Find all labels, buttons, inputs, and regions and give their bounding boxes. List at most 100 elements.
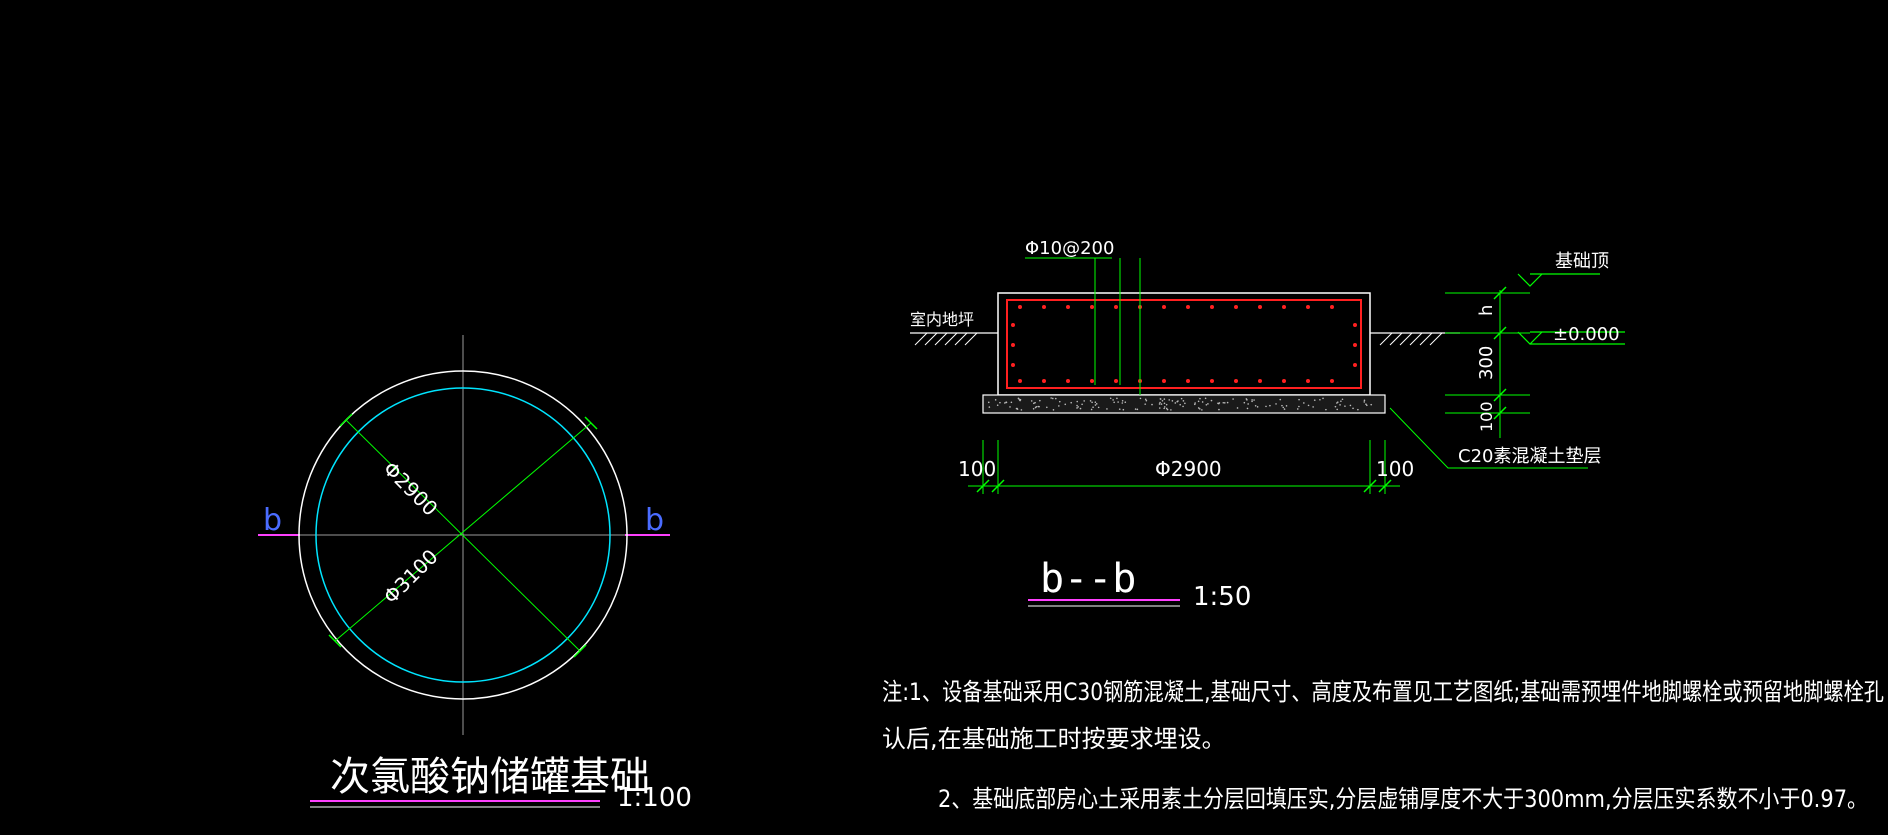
cushion-speck xyxy=(1363,399,1366,402)
cushion-speck xyxy=(1121,402,1124,404)
cushion-speck xyxy=(1064,403,1067,406)
cushion-speck xyxy=(1163,407,1165,410)
cushion-speck xyxy=(996,404,999,407)
cushion-speck xyxy=(1312,406,1314,408)
rebar-dots xyxy=(1011,305,1357,383)
rebar-dot xyxy=(1162,305,1166,309)
tick xyxy=(1493,286,1507,300)
cushion-speck xyxy=(1336,408,1338,411)
cushion-speck xyxy=(1279,398,1282,401)
cushion-speck xyxy=(1035,405,1038,408)
cushion-speck xyxy=(994,399,997,401)
cushion-speck xyxy=(1039,399,1041,402)
rebar-dot xyxy=(1114,379,1118,383)
cushion-speck xyxy=(1243,401,1246,404)
hdim-center-label: Φ2900 xyxy=(1155,457,1222,481)
cushion-speck xyxy=(1136,408,1139,411)
cushion-speck xyxy=(1076,400,1079,403)
cushion-speck xyxy=(1256,406,1259,408)
cushion-speck xyxy=(1159,398,1162,400)
cushion-speck xyxy=(1247,403,1249,405)
rebar-dot xyxy=(1042,379,1046,383)
cushion-speck xyxy=(1334,405,1337,408)
cushion-speck xyxy=(1106,408,1108,410)
section-title: b--b xyxy=(1040,556,1136,602)
cushion-speck xyxy=(1201,409,1203,411)
cushion-speck xyxy=(1182,400,1185,402)
note-line-2: 认后,在基础施工时按要求埋设。 xyxy=(882,725,1226,753)
cushion-speck xyxy=(1054,397,1057,400)
cushion-speck xyxy=(1352,407,1354,410)
tick xyxy=(573,644,587,658)
rebar-dot xyxy=(1018,379,1022,383)
cushion-speck xyxy=(1205,404,1208,406)
cushion-speck xyxy=(1032,407,1035,410)
cushion-speck xyxy=(1207,403,1209,405)
dim-100-label: 100 xyxy=(1477,401,1496,432)
cushion-speck xyxy=(1197,407,1200,409)
rebar-dot xyxy=(1353,343,1357,347)
cushion-speck xyxy=(1165,403,1168,406)
cushion-speck xyxy=(1034,401,1036,404)
cushion-speck xyxy=(1015,407,1018,410)
rebar-label: Φ10@200 xyxy=(1025,238,1114,259)
cushion-speck xyxy=(1058,405,1060,407)
rebar-dot xyxy=(1186,379,1190,383)
cushion-speck xyxy=(1095,403,1098,405)
cushion-speck xyxy=(1010,401,1013,404)
cushion-speck xyxy=(1363,401,1366,403)
rebar-dot xyxy=(1282,379,1286,383)
rebar-dot xyxy=(1258,305,1262,309)
cushion-speck xyxy=(987,401,990,404)
cushion-speck xyxy=(1222,401,1225,404)
tick xyxy=(1378,479,1392,493)
zero-elev-label: ±0.000 xyxy=(1553,324,1620,345)
cushion-speck xyxy=(1051,397,1054,400)
cushion-speck xyxy=(1083,400,1085,402)
cushion-speck xyxy=(1223,402,1226,404)
zero-elev-symbol xyxy=(1517,331,1625,345)
cushion-speck xyxy=(1218,408,1220,411)
plan-view: b b Φ2900 Φ3100 次氯酸钠储罐基础 1:100 xyxy=(258,335,692,813)
cushion-speck xyxy=(1144,398,1147,401)
rebar-dot xyxy=(1210,379,1214,383)
rebar-dot xyxy=(1353,323,1357,327)
section-scale: 1:50 xyxy=(1193,582,1251,612)
rebar-dot xyxy=(1011,363,1015,367)
cushion-speck xyxy=(1269,404,1271,407)
note-line-3: 2、基础底部房心土采用素土分层回填压实,分层虚铺厚度不大于300mm,分层压实系… xyxy=(938,785,1868,813)
cushion-speck xyxy=(1365,403,1367,405)
cushion-speck xyxy=(1285,405,1288,407)
cushion-hatch xyxy=(987,397,1373,411)
cushion-speck xyxy=(1122,408,1125,411)
cushion-speck xyxy=(1112,399,1114,401)
cushion-speck xyxy=(1194,402,1196,404)
rebar-dot xyxy=(1353,363,1357,367)
cushion-speck xyxy=(1170,409,1172,411)
rebar-dot xyxy=(1258,379,1262,383)
section-view: 室内地坪 Φ10@200 h 300 100 基础顶 ±0.000 xyxy=(910,238,1625,612)
rebar-dot xyxy=(1186,305,1190,309)
rebar-dot xyxy=(1306,379,1310,383)
cushion-speck xyxy=(1319,398,1321,401)
cushion-speck xyxy=(1313,399,1316,401)
tick xyxy=(1493,388,1507,402)
hdim-left-label: 100 xyxy=(958,457,996,481)
plan-inner-circle xyxy=(315,387,611,683)
cushion-speck xyxy=(1019,398,1022,401)
cushion-speck xyxy=(1046,406,1048,409)
cushion-speck xyxy=(1163,406,1166,408)
cushion-speck xyxy=(1298,405,1300,408)
cushion-layer xyxy=(982,394,1386,414)
cushion-speck xyxy=(1282,406,1285,409)
cushion-speck xyxy=(1033,402,1035,405)
cushion-speck xyxy=(1090,408,1093,411)
cushion-speck xyxy=(1116,397,1118,400)
cushion-speck xyxy=(1339,404,1341,406)
cushion-speck xyxy=(1144,403,1147,405)
cushion-speck xyxy=(1113,401,1115,404)
dim-h-label: h xyxy=(1476,305,1497,316)
cushion-speck xyxy=(1124,401,1127,404)
cushion-speck xyxy=(1197,400,1200,403)
cushion-speck xyxy=(1050,397,1052,399)
